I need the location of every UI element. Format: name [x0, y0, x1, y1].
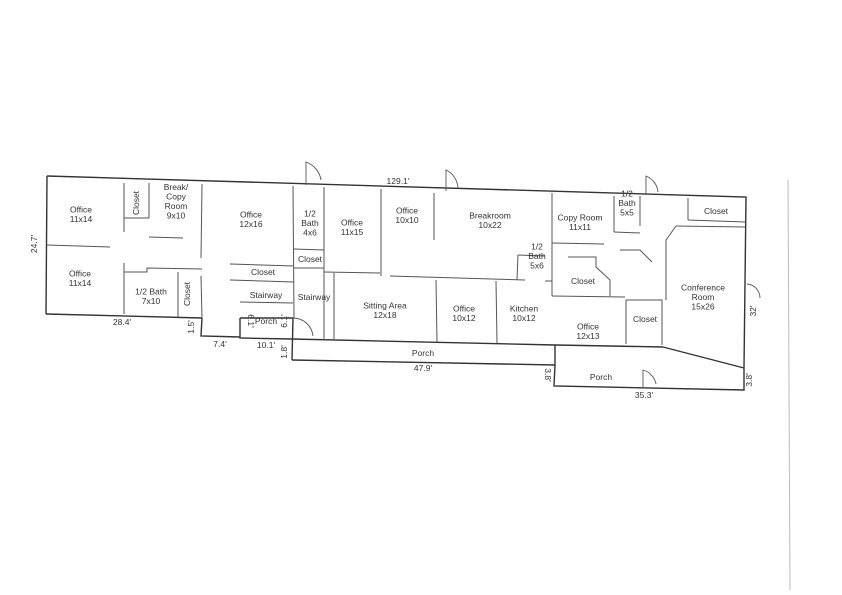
dim-porch-height-right: 6.1' [279, 314, 289, 328]
room-closet-f: Closet [571, 276, 596, 286]
sheet-edge [787, 179, 791, 591]
room-closet-b: Closet [704, 206, 729, 216]
dim-rear-step: 3.8' [543, 368, 553, 382]
dim-porch-height-left: 6.1' [246, 314, 256, 328]
dim-porch-offset: 1.8' [279, 345, 289, 359]
dim-porch-width: 10.1' [257, 340, 276, 350]
room-closet-d: Closet [298, 254, 323, 264]
dim-rear-porch-depth: 3.8' [744, 373, 754, 387]
door-swings [292, 161, 761, 388]
room-stairway-b: Stairway [298, 292, 331, 302]
interior-walls [46, 183, 746, 345]
room-closet-e: Closet [251, 267, 276, 277]
room-closet-g: Closet [633, 314, 658, 324]
dim-right-height: 32' [748, 305, 758, 316]
dim-step-a: 1.5' [186, 320, 196, 334]
room-closet-c: Closet [182, 281, 192, 306]
porches [291, 345, 745, 391]
room-porch-c: Porch [590, 372, 612, 382]
room-porch-b: Porch [412, 348, 434, 358]
dimension-labels: 129.1' 24.7' 28.4' 1.5' 7.4' 6.1' 6.1' 1… [29, 176, 758, 400]
dim-rear-porch-length: 35.3' [635, 390, 654, 400]
dim-step-b: 7.4' [213, 339, 227, 349]
room-porch-a: Porch [255, 316, 277, 326]
dim-top-length: 129.1' [387, 176, 410, 186]
dim-left-height: 24.7' [29, 235, 39, 254]
dim-porch-length: 47.9' [414, 363, 433, 373]
room-stairway-a: Stairway [250, 290, 283, 300]
exterior-walls [45, 175, 747, 369]
dim-left-bottom: 28.4' [113, 317, 132, 327]
room-closet-a: Closet [131, 190, 141, 215]
